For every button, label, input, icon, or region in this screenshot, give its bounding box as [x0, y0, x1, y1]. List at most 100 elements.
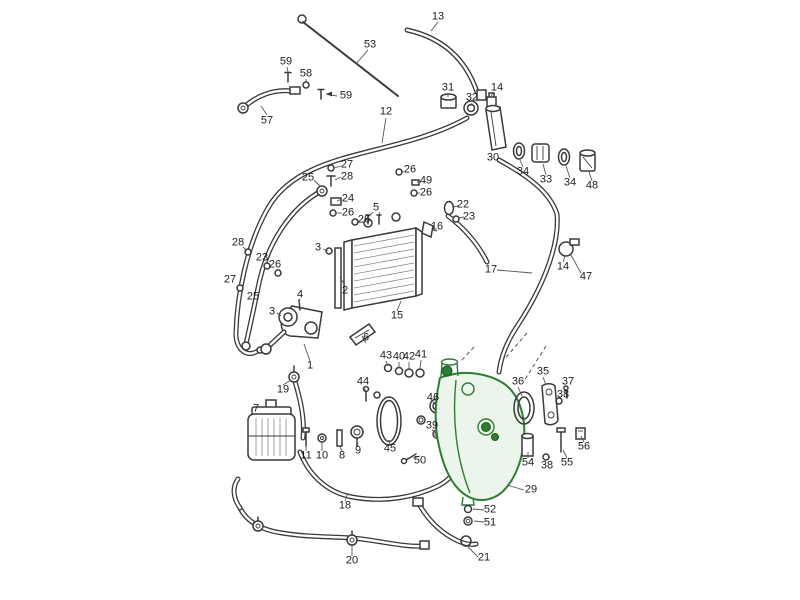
part-number-label[interactable]: 26 — [268, 258, 282, 271]
part-number-label[interactable]: 47 — [579, 270, 593, 283]
hose-12 — [233, 115, 470, 356]
part-number-label[interactable]: 38 — [556, 388, 570, 401]
assembly-dashed-lines — [460, 332, 547, 382]
part-number-label[interactable]: 5 — [372, 201, 380, 214]
hose-25 — [241, 187, 326, 351]
filter-ribs — [248, 418, 295, 456]
part-number-label[interactable]: 56 — [577, 440, 591, 453]
oil-filter[interactable] — [247, 399, 296, 461]
part-number-label[interactable]: 13 — [431, 10, 445, 23]
hose-19 — [288, 365, 306, 441]
part-number-label[interactable]: 1 — [306, 359, 314, 372]
part-number-label[interactable]: 35 — [536, 365, 550, 378]
banjo-bolt-parts — [284, 71, 338, 100]
part-number-label[interactable]: 48 — [585, 179, 599, 192]
part-number-label[interactable]: 14 — [490, 81, 504, 94]
hose-18 — [297, 449, 459, 502]
part-number-label[interactable]: 50 — [413, 454, 427, 467]
part-number-label[interactable]: 23 — [255, 251, 269, 264]
part-number-label[interactable]: 26 — [403, 163, 417, 176]
part-number-label[interactable]: 7 — [252, 402, 260, 415]
part-number-label[interactable]: 20 — [345, 554, 359, 567]
leader-lines — [242, 21, 593, 558]
part-number-label[interactable]: 44 — [356, 375, 370, 388]
part-number-label[interactable]: 3 — [268, 305, 276, 318]
part-number-label[interactable]: 36 — [511, 375, 525, 388]
part-number-label[interactable]: 51 — [483, 516, 497, 529]
part-number-label[interactable]: 15 — [390, 309, 404, 322]
part-number-label[interactable]: 30 — [486, 151, 500, 164]
part-number-label[interactable]: 12 — [379, 105, 393, 118]
part-number-label[interactable]: 59 — [339, 89, 353, 102]
part-number-label[interactable]: 38 — [540, 459, 554, 472]
hose-17 — [496, 157, 560, 375]
part-number-label[interactable]: 4 — [296, 288, 304, 301]
part-number-label[interactable]: 25 — [301, 171, 315, 184]
part-number-label[interactable]: 8 — [338, 449, 346, 462]
hose-21 — [412, 497, 479, 547]
hose-20 — [231, 476, 430, 550]
part-number-label[interactable]: 46 — [426, 391, 440, 404]
part-number-label[interactable]: 37 — [561, 375, 575, 388]
part-number-label[interactable]: 28 — [231, 236, 245, 249]
part-number-label[interactable]: 2 — [341, 284, 349, 297]
dipstick — [297, 14, 399, 97]
part-number-label[interactable]: 9 — [354, 444, 362, 457]
part-number-label[interactable]: 40 — [392, 350, 406, 363]
part-number-label[interactable]: 45 — [383, 442, 397, 455]
part-number-label[interactable]: 26 — [419, 186, 433, 199]
part-number-label[interactable]: 19 — [276, 383, 290, 396]
part-number-label[interactable]: 29 — [524, 483, 538, 496]
part-number-label[interactable]: 31 — [441, 81, 455, 94]
part-number-label[interactable]: 10 — [315, 449, 329, 462]
part-number-label[interactable]: 27 — [340, 158, 354, 171]
part-number-label[interactable]: 3 — [314, 241, 322, 254]
part-number-label[interactable]: 49 — [419, 174, 433, 187]
pump-small-parts — [362, 363, 445, 465]
part-number-label[interactable]: 54 — [521, 456, 535, 469]
cooler-fins — [353, 234, 415, 303]
tank-filler-fitting — [441, 365, 453, 377]
part-number-label[interactable]: 21 — [477, 551, 491, 564]
drain-parts — [463, 504, 473, 526]
part-number-label[interactable]: 28 — [340, 170, 354, 183]
part-number-label[interactable]: 11 — [300, 449, 312, 462]
part-number-label[interactable]: 32 — [465, 91, 479, 104]
part-number-label[interactable]: 17 — [484, 263, 498, 276]
part-number-label[interactable]: 55 — [560, 456, 574, 469]
part-number-label[interactable]: 22 — [456, 198, 470, 211]
part-number-label[interactable]: 25 — [246, 290, 260, 303]
part-number-label[interactable]: 24 — [341, 192, 355, 205]
part-number-label[interactable]: 39 — [425, 419, 439, 432]
part-number-label[interactable]: 23 — [462, 210, 476, 223]
part-number-label[interactable]: 18 — [338, 499, 352, 512]
part-number-label[interactable]: 26 — [357, 213, 371, 226]
part-number-label[interactable]: 34 — [516, 165, 530, 178]
part-number-label[interactable]: 57 — [260, 114, 274, 127]
part-number-label[interactable]: 53 — [363, 38, 377, 51]
part-number-label[interactable]: 58 — [299, 67, 313, 80]
part-number-label[interactable]: 14 — [556, 260, 570, 273]
part-number-label[interactable]: 6 — [362, 331, 370, 344]
left-hose-fittings — [236, 248, 282, 292]
tank-outlet-fitting — [481, 422, 491, 432]
hose-cooler-outlet — [445, 213, 490, 265]
oil-tank[interactable] — [434, 358, 526, 506]
part-number-label[interactable]: 52 — [483, 503, 497, 516]
part-number-label[interactable]: 27 — [223, 273, 237, 286]
part-number-label[interactable]: 59 — [279, 55, 293, 68]
part-number-label[interactable]: 43 — [379, 349, 393, 362]
part-number-label[interactable]: 16 — [430, 220, 444, 233]
cooler-fittings — [316, 164, 460, 239]
tank-mounting-parts — [513, 383, 586, 461]
part-number-label[interactable]: 33 — [539, 173, 553, 186]
part-number-label[interactable]: 34 — [563, 176, 577, 189]
oil-pump[interactable] — [260, 299, 377, 355]
part-number-label[interactable]: 41 — [414, 348, 428, 361]
oil-cooler[interactable] — [279, 212, 423, 321]
part-number-label[interactable]: 26 — [341, 206, 355, 219]
part-number-label[interactable]: 42 — [402, 350, 416, 363]
hose-57 — [237, 86, 301, 114]
